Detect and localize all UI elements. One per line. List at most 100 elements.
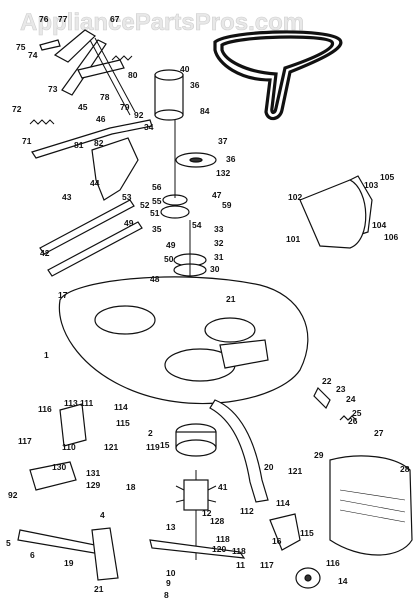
callout: 77	[58, 14, 68, 24]
callout: 1	[44, 350, 49, 360]
chute-deflector	[299, 179, 367, 249]
callout: 41	[218, 482, 228, 492]
callout: 113	[64, 398, 78, 408]
callout: 110	[62, 442, 76, 452]
callout: 19	[64, 558, 74, 568]
callout: 81	[74, 140, 84, 150]
callout: 59	[222, 200, 232, 210]
callout: 92	[134, 110, 144, 120]
callout: 54	[192, 220, 202, 230]
callout: 101	[286, 234, 300, 244]
callout: 40	[180, 64, 190, 74]
callout: 24	[346, 394, 356, 404]
callout: 36	[226, 154, 236, 164]
callout: 37	[218, 136, 228, 146]
callout: 76	[39, 14, 49, 24]
callout: 112	[240, 506, 254, 516]
callout: 131	[86, 468, 100, 478]
callout: 130	[52, 462, 66, 472]
callout: 21	[94, 584, 104, 594]
callout: 26	[348, 416, 358, 426]
mower-deck	[58, 276, 309, 405]
callout: 30	[210, 264, 220, 274]
callout: 67	[110, 14, 120, 24]
callout: 75	[16, 42, 26, 52]
callout: 80	[128, 70, 138, 80]
callout: 116	[38, 404, 52, 414]
callout: 44	[90, 178, 100, 188]
callout: 12	[202, 508, 212, 518]
callout: 78	[100, 92, 110, 102]
callout: 92	[8, 490, 18, 500]
discharge-chute	[329, 455, 413, 556]
callout: 14	[338, 576, 348, 586]
callout: 4	[100, 510, 105, 520]
callout: 115	[116, 418, 130, 428]
callout: 33	[214, 224, 224, 234]
mower-blade	[149, 539, 246, 559]
callout: 51	[150, 208, 160, 218]
callout: 104	[372, 220, 386, 230]
callout: 28	[400, 464, 410, 474]
callout: 47	[212, 190, 222, 200]
callout: 17	[58, 290, 68, 300]
callout: 52	[140, 200, 150, 210]
callout: 102	[288, 192, 302, 202]
callout: 29	[314, 450, 324, 460]
callout: 117	[18, 436, 32, 446]
callout: 105	[380, 172, 394, 182]
callout: 119	[146, 442, 160, 452]
callout: 106	[384, 232, 398, 242]
callout: 9	[166, 578, 171, 588]
callout: 56	[152, 182, 162, 192]
callout: 31	[214, 252, 224, 262]
callout: 111	[80, 398, 94, 408]
gauge-wheel	[269, 386, 357, 589]
callout: 25	[352, 408, 362, 418]
callout: 118	[216, 534, 230, 544]
callout: 129	[86, 480, 100, 490]
callout: 21	[226, 294, 236, 304]
callout: 49	[124, 218, 134, 228]
callout: 49	[166, 240, 176, 250]
callout: 73	[48, 84, 58, 94]
callout: 22	[322, 376, 332, 386]
callout-numbers: 76 77 67 75 74 73 80 40 36 78 79 92 34 8…	[6, 14, 410, 600]
callout: 6	[30, 550, 35, 560]
callout: 23	[336, 384, 346, 394]
drive-belt	[213, 30, 343, 121]
callout: 116	[326, 558, 340, 568]
watermark: AppliancePartsPros.com	[20, 9, 304, 36]
callout: 118	[232, 546, 246, 556]
callout: 82	[94, 138, 104, 148]
callout: 43	[62, 192, 72, 202]
callout: 84	[200, 106, 210, 116]
callout: 103	[364, 180, 378, 190]
callout: 121	[104, 442, 118, 452]
callout: 45	[78, 102, 88, 112]
callout: 48	[150, 274, 160, 284]
callout: 74	[28, 50, 38, 60]
callout: 50	[164, 254, 174, 264]
callout: 10	[166, 568, 176, 578]
callout: 8	[164, 590, 169, 600]
lift-linkage	[29, 29, 136, 125]
callout: 18	[126, 482, 136, 492]
callout: 117	[260, 560, 274, 570]
callout: 35	[152, 224, 162, 234]
callout: 34	[144, 122, 154, 132]
callout: 121	[288, 466, 302, 476]
callout: 15	[160, 440, 170, 450]
callout: 27	[374, 428, 384, 438]
gauge-bracket	[17, 403, 119, 581]
spindle-stack	[154, 69, 217, 300]
callout: 11	[236, 560, 245, 570]
callout: 114	[276, 498, 290, 508]
callout: 128	[210, 516, 224, 526]
callout: 13	[166, 522, 176, 532]
callout: 20	[264, 462, 274, 472]
callout: 120	[212, 544, 226, 554]
callout: 2	[148, 428, 153, 438]
callout: 132	[216, 168, 230, 178]
